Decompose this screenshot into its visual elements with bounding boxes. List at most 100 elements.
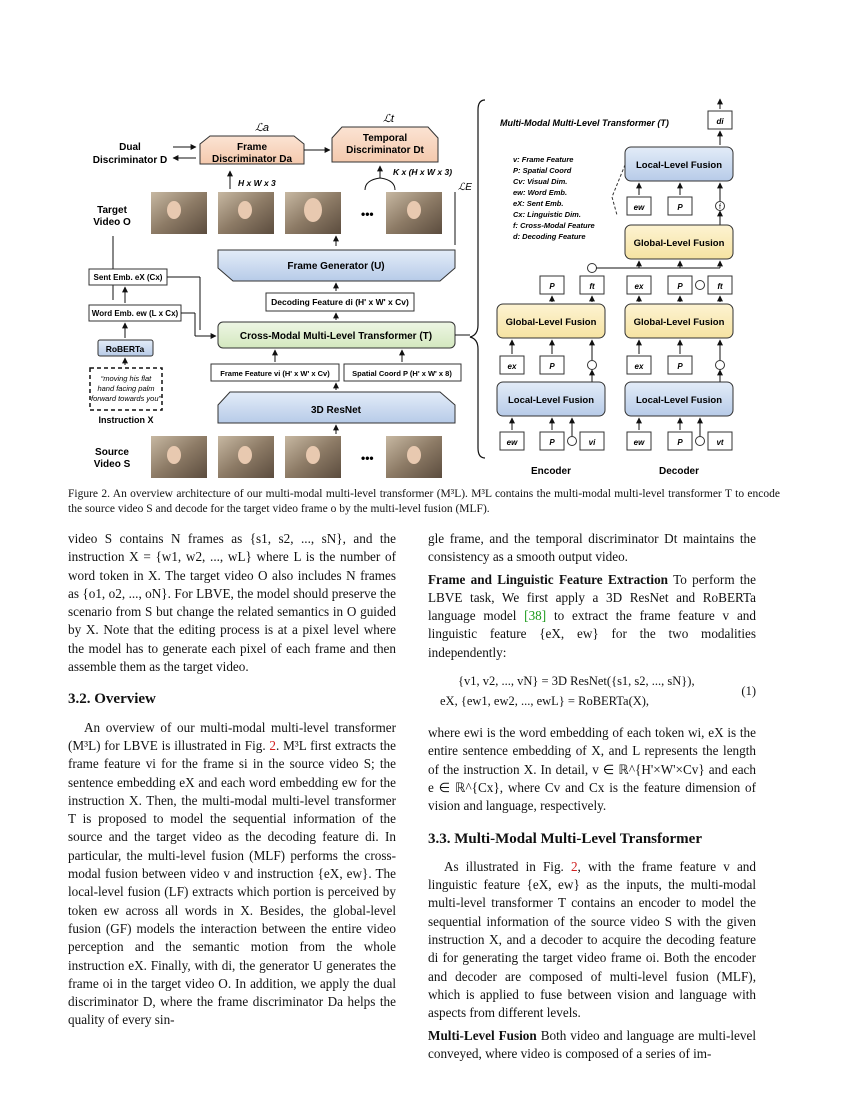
top-global-fusion-box xyxy=(624,224,734,260)
spatial-coord-label: Spatial Coord P (H' x W' x 8) xyxy=(352,369,452,378)
sym-ft: ft xyxy=(717,282,723,291)
target-frames xyxy=(151,192,442,234)
frame-generator-box xyxy=(217,249,456,282)
frame-generator-label: Frame Generator (U) xyxy=(287,261,384,272)
runin-heading: Multi-Level Fusion xyxy=(428,1027,537,1043)
dim-hw3: H x W x 3 xyxy=(238,178,276,188)
sym-p: P xyxy=(549,362,555,371)
runin-heading: Frame and Linguistic Feature Extraction xyxy=(428,571,669,587)
source-frames xyxy=(151,436,442,478)
loss-a: ℒa xyxy=(255,122,269,134)
sym-p: P xyxy=(677,282,683,291)
sym-p: P xyxy=(677,438,683,447)
legend-item: ew: Word Emb. xyxy=(513,188,567,197)
sym-p: P xyxy=(549,438,555,447)
dim-khw3: K x (H x W x 3) xyxy=(393,167,452,177)
sym-vt: vt xyxy=(716,438,723,447)
cmmlt-label: Cross-Modal Multi-Level Transformer (T) xyxy=(240,331,432,342)
citation-link[interactable]: [38] xyxy=(524,608,547,624)
legend-item: v: Frame Feature xyxy=(513,155,573,164)
instruction-label: Instruction X xyxy=(98,415,153,425)
sym-ew: ew xyxy=(507,438,518,447)
sym-p: P xyxy=(677,362,683,371)
sent-emb-label: Sent Emb. eX (Cx) xyxy=(94,273,163,282)
loss-e: ℒE xyxy=(458,182,472,193)
paragraph: video S contains N frames as {s1, s2, ..… xyxy=(68,531,396,675)
right-column: gle frame, and the temporal discriminato… xyxy=(428,530,756,1063)
sym-ex: ex xyxy=(508,362,517,371)
di-box xyxy=(707,110,733,130)
encoder-global-fusion-box xyxy=(496,303,606,339)
decoder-local-fusion-label: Local-Level Fusion xyxy=(636,395,722,406)
resnet-box xyxy=(217,391,456,424)
decoder-local-fusion-box xyxy=(624,381,734,417)
figure-caption: Figure 2. An overview architecture of ou… xyxy=(68,488,780,515)
encoder-local-fusion-label: Local-Level Fusion xyxy=(508,395,594,406)
legend-item: P: Spatial Coord xyxy=(513,166,572,175)
decoding-feature-box xyxy=(265,292,415,312)
right-title: Multi-Modal Multi-Level Transformer (T) xyxy=(500,118,669,128)
equation-line: eX, {ew1, ew2, ..., ewL} = RoBERTa(X), xyxy=(440,694,650,709)
legend-item: d: Decoding Feature xyxy=(513,232,586,241)
frame-feature-label: Frame Feature vi (H' x W' x Cv) xyxy=(220,369,330,378)
frame-feature-box xyxy=(210,363,340,382)
encoder-local-fusion-box xyxy=(496,381,606,417)
source-ellipsis: ••• xyxy=(361,451,374,465)
paragraph: As illustrated in Fig. 2, with the frame… xyxy=(428,858,756,1021)
target-ellipsis: ••• xyxy=(361,207,374,221)
figure-link[interactable]: 2 xyxy=(570,858,578,874)
di-symbol: di xyxy=(716,117,724,126)
paragraph: Multi-Level Fusion Both video and langua… xyxy=(428,1027,756,1061)
paragraph: An overview of our multi-modal multi-lev… xyxy=(68,719,396,1028)
figure-link[interactable]: 2 xyxy=(269,737,276,753)
paragraph: Frame and Linguistic Feature Extraction … xyxy=(428,571,756,660)
equation-line: {v1, v2, ..., vN} = 3D ResNet({s1, s2, .… xyxy=(458,674,695,689)
legend-item: Cx: Linguistic Dim. xyxy=(513,210,581,219)
equation-number: (1) xyxy=(741,684,756,699)
temporal-discriminator-box xyxy=(331,126,439,163)
sym-f: f xyxy=(719,204,721,211)
roberta-box xyxy=(97,339,154,357)
paragraph: where ewi is the word embedding of each … xyxy=(428,725,756,814)
legend-item: Cv: Visual Dim. xyxy=(513,177,567,186)
equation-1: {v1, v2, ..., vN} = 3D ResNet({s1, s2, .… xyxy=(428,668,756,720)
spatial-coord-box xyxy=(343,363,462,382)
frame-discriminator-box xyxy=(199,135,305,165)
decoder-global-fusion-label: Global-Level Fusion xyxy=(634,317,725,328)
sym-ft: ft xyxy=(589,282,595,291)
sym-ex: ex xyxy=(635,362,644,371)
left-column: video S contains N frames as {s1, s2, ..… xyxy=(68,530,396,1030)
sym-ew: ew xyxy=(634,203,645,212)
roberta-label: RoBERTa xyxy=(106,344,145,354)
encoder-label: Encoder xyxy=(531,466,571,477)
sym-p: P xyxy=(677,203,683,212)
sym-ex: ex xyxy=(635,282,644,291)
legend-item: f: Cross-Modal Feature xyxy=(513,221,595,230)
section-heading-overview: 3.2. Overview xyxy=(68,691,156,708)
word-emb-label: Word Emb. ew (L x Cx) xyxy=(92,309,179,318)
decoder-label: Decoder xyxy=(659,466,699,477)
top-local-fusion-box xyxy=(624,146,734,182)
sym-vi: vi xyxy=(589,438,596,447)
sym-p: P xyxy=(549,282,555,291)
encoder-global-fusion-label: Global-Level Fusion xyxy=(506,317,597,328)
resnet-label: 3D ResNet xyxy=(311,405,362,416)
top-local-fusion-label: Local-Level Fusion xyxy=(636,160,722,171)
decoding-feature-label: Decoding Feature di (H' x W' x Cv) xyxy=(271,297,409,307)
brace xyxy=(469,99,486,459)
decoder-global-fusion-box xyxy=(624,303,734,339)
top-global-fusion-label: Global-Level Fusion xyxy=(634,238,725,249)
loss-t: ℒt xyxy=(383,113,395,125)
legend-item: eX: Sent Emb. xyxy=(513,199,563,208)
instruction-box xyxy=(89,367,163,411)
sym-ew: ew xyxy=(634,438,645,447)
legend: v: Frame Feature P: Spatial Coord Cv: Vi… xyxy=(513,155,595,241)
paragraph: gle frame, and the temporal discriminato… xyxy=(428,531,756,565)
